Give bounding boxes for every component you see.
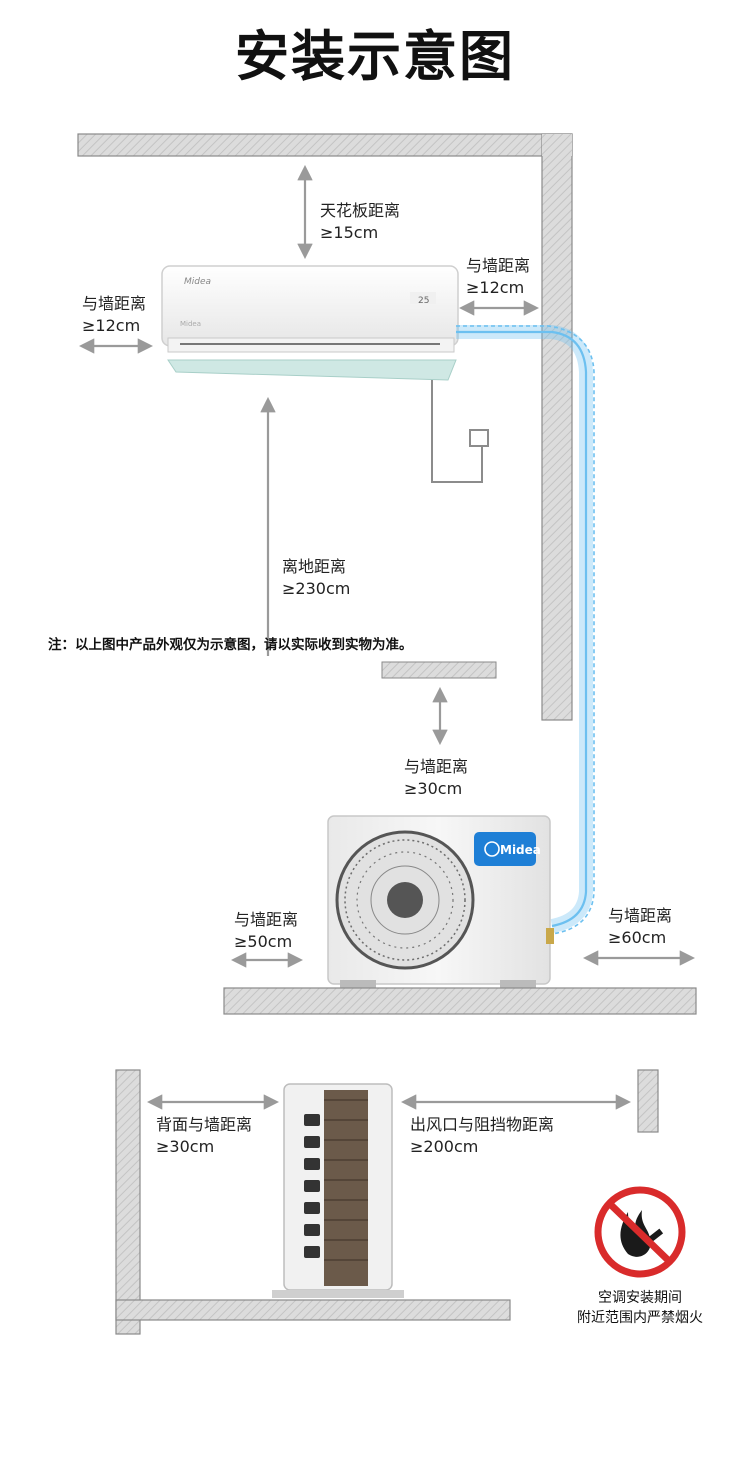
floor-distance-label: 离地距离≥230cm [282, 557, 351, 598]
building-wall [77, 133, 573, 721]
outdoor-top-wall-label: 与墙距离≥30cm [404, 757, 469, 798]
indoor-unit: Midea Midea [161, 265, 459, 381]
svg-text:Midea: Midea [184, 277, 211, 287]
indoor-right-wall-label: 与墙距离≥12cm [466, 256, 531, 297]
disclaimer-note: 注：以上图中产品外观仅为示意图，请以实际收到实物为准。 [48, 637, 413, 653]
indoor-left-wall-label: 与墙距离≥12cm [82, 294, 147, 335]
drain-line [431, 380, 483, 483]
dimension-arrows [78, 164, 696, 968]
midea-logo-icon [474, 832, 536, 866]
refrigerant-pipe [456, 325, 595, 935]
outdoor-right-wall-label: 与墙距离≥60cm [608, 906, 673, 947]
side-view-walls [115, 1069, 659, 1335]
ledge [381, 661, 497, 679]
socket [469, 429, 489, 447]
outdoor-unit-side [272, 1083, 404, 1298]
indoor-display: 25 [418, 296, 429, 306]
ceiling-distance-label: 天花板距离≥15cm [320, 201, 401, 242]
outdoor-unit [327, 815, 554, 988]
back-wall-distance-label: 背面与墙距离≥30cm [156, 1115, 253, 1156]
outdoor-left-wall-label: 与墙距离≥50cm [234, 910, 299, 951]
no-fire-icon [594, 1186, 686, 1278]
fire-warning-text: 空调安装期间附近范围内严禁烟火 [577, 1290, 703, 1326]
ground-platform [223, 987, 697, 1015]
page-title: 安装示意图 [235, 25, 515, 88]
outdoor-logo-text: Midea [500, 843, 541, 857]
svg-text:Midea: Midea [180, 320, 201, 328]
outlet-obstacle-distance-label: 出风口与阻挡物距离≥200cm [410, 1115, 555, 1156]
